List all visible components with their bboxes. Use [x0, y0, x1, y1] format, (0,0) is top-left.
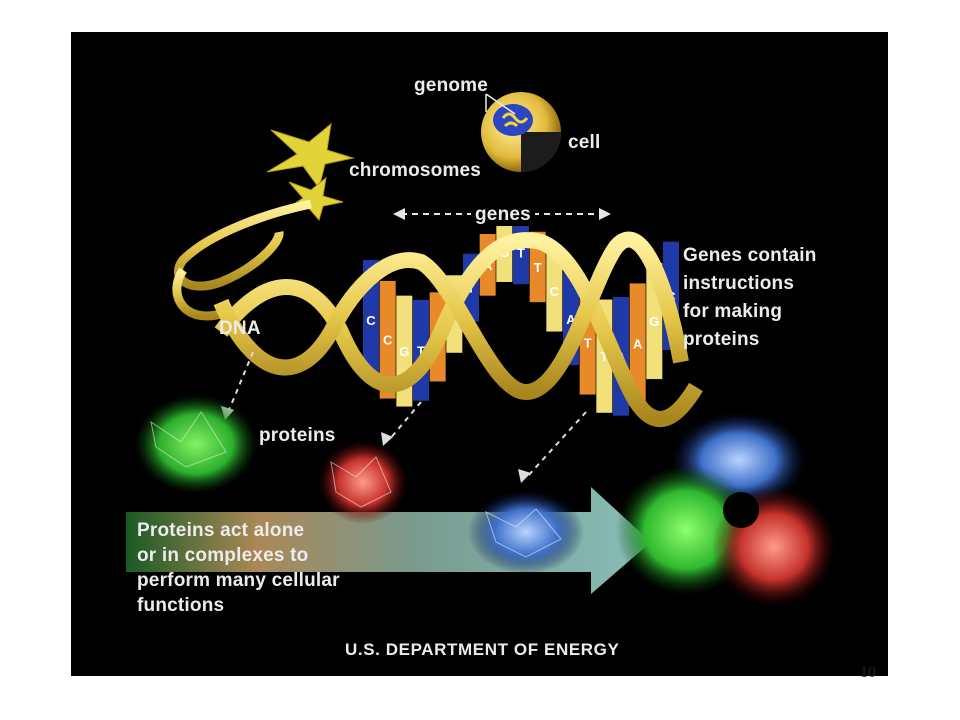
base-letter: C: [366, 313, 376, 328]
base-letter: C: [383, 333, 393, 348]
base-letter: C: [550, 284, 560, 299]
genes-contain-line: for making: [683, 301, 783, 322]
genes-contain-line: proteins: [683, 329, 760, 350]
genes-contain-line: instructions: [683, 273, 795, 294]
base-letter: T: [584, 336, 592, 351]
base-letter: T: [517, 246, 525, 261]
protein-complex: [616, 412, 836, 607]
label-proteins: proteins: [259, 425, 336, 446]
genes-contain-line: Genes contain: [683, 245, 817, 266]
label-dna: DNA: [219, 318, 261, 339]
base-pair-rung: [379, 280, 396, 399]
page-number: 10: [860, 664, 876, 681]
base-letter: G: [649, 314, 659, 329]
helix-strand-a: [214, 232, 703, 427]
base-letter: G: [399, 344, 409, 359]
base-pair-rung: [546, 250, 563, 332]
cell-illustration: [481, 92, 561, 172]
proteins-act-line: or in complexes to: [137, 545, 309, 566]
label-cell: cell: [568, 132, 601, 153]
label-genes-contain: Genes contain instructions for making pr…: [683, 242, 817, 354]
base-letter: T: [417, 343, 425, 358]
label-genome: genome: [414, 75, 489, 96]
label-proteins-act: Proteins act alone or in complexes to pe…: [137, 518, 340, 618]
base-pair-rung: [629, 283, 646, 404]
proteins-act-line: perform many cellular: [137, 570, 340, 591]
dna-to-protein-arrows: [228, 351, 587, 478]
base-letter: A: [566, 312, 576, 327]
proteins-act-line: Proteins act alone: [137, 520, 305, 541]
protein-red: [318, 440, 408, 524]
base-letter: T: [600, 349, 608, 364]
helix-strand-b: [213, 231, 689, 401]
protein-blue: [468, 490, 584, 574]
base-letter: A: [633, 336, 643, 351]
protein-green: [134, 394, 258, 494]
dna-coil: [172, 199, 312, 321]
base-letter: T: [534, 260, 542, 275]
label-chromosomes: chromosomes: [349, 160, 482, 181]
label-genes: genes: [471, 204, 535, 226]
credit-text: U.S. DEPARTMENT OF ENERGY: [345, 640, 620, 659]
proteins-act-line: functions: [137, 595, 225, 616]
